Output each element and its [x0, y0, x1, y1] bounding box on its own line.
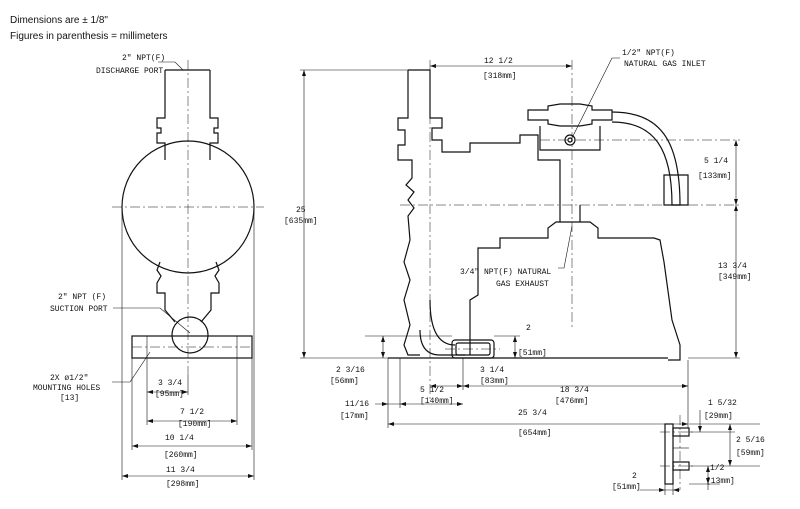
tolerance-note: Dimensions are ± 1/8": [10, 15, 108, 26]
dim-5-1-2-mm: [140mm]: [420, 397, 454, 406]
dim-2-a-value: 2: [526, 324, 531, 333]
dim-2-a-mm: [51mm]: [518, 349, 547, 358]
dim-18-3-4-mm: [476mm]: [555, 397, 589, 406]
dim-25-value: 25: [296, 206, 306, 215]
gas-inlet-fitting: [527, 103, 613, 151]
front-intake-neck: [156, 261, 220, 323]
detail-base-plate: [664, 423, 674, 485]
dim-10-1-4-mm: [260mm]: [164, 451, 198, 460]
dim-11-3-4-mm: [298mm]: [166, 480, 200, 489]
dim-18-3-4-value: 18 3/4: [560, 386, 589, 395]
gas-exhaust-label-2: GAS EXHAUST: [496, 280, 549, 289]
dim-5-1-4-mm: [133mm]: [698, 172, 732, 181]
dim-3-3-4-value: 3 3/4: [158, 379, 182, 388]
dim-11-16-mm: [17mm]: [340, 412, 369, 421]
dim-1-5-32-mm: [29mm]: [704, 412, 733, 421]
dim-11-3-4-value: 11 3/4: [166, 466, 195, 475]
front-view: [112, 60, 264, 480]
dim-11-16-value: 11/16: [345, 400, 369, 409]
units-note: Figures in parenthesis = millimeters: [10, 31, 168, 42]
mounting-holes-label-3: [13]: [60, 394, 79, 403]
side-body-outline: [397, 69, 561, 356]
side-view: [300, 57, 740, 428]
dim-13-3-4-value: 13 3/4: [718, 262, 747, 271]
dim-25-3-4-mm: [654mm]: [518, 429, 552, 438]
dim-12-1-2-mm: [318mm]: [483, 72, 517, 81]
suction-port-circle: [171, 316, 209, 354]
dim-25-3-4-value: 25 3/4: [518, 409, 547, 418]
dim-7-1-2-value: 7 1/2: [180, 408, 204, 417]
side-discharge-elbow: [419, 299, 465, 356]
front-discharge-neck: [156, 69, 219, 160]
gas-inlet-label-1: 1/2" NPT(F): [622, 49, 675, 58]
dim-2-3-16-value: 2 3/16: [336, 366, 365, 375]
gas-supply-pipe: [611, 111, 681, 206]
dim-3-1-4-value: 3 1/4: [480, 366, 504, 375]
discharge-port-label-2: DISCHARGE PORT: [96, 67, 163, 76]
suction-port-label-1: 2" NPT (F): [58, 293, 106, 302]
dim-10-1-4-value: 10 1/4: [165, 434, 194, 443]
dim-2-b-mm: [51mm]: [612, 483, 641, 492]
dim-5-1-2-value: 5 1/2: [420, 386, 444, 395]
dim-3-3-4-mm: [95mm]: [155, 390, 184, 399]
dim-5-1-4-value: 5 1/4: [704, 157, 728, 166]
discharge-port-label-1: 2" NPT(F): [122, 54, 165, 63]
gas-exhaust-nozzle: [559, 205, 581, 222]
dim-25-mm: [635mm]: [284, 217, 318, 226]
dim-1-5-32-value: 1 5/32: [708, 399, 737, 408]
dim-12-1-2-value: 12 1/2: [484, 57, 513, 66]
dim-1-2-mm: [13mm]: [706, 477, 735, 486]
gas-exhaust-label-1: 3/4" NPT(F) NATURAL: [460, 268, 551, 277]
dim-7-1-2-mm: [190mm]: [178, 420, 212, 429]
gas-inlet-label-2: NATURAL GAS INLET: [624, 60, 706, 69]
suction-port-label-2: SUCTION PORT: [50, 305, 108, 314]
dim-13-3-4-mm: [349mm]: [718, 273, 752, 282]
mounting-holes-label-2: MOUNTING HOLES: [33, 384, 100, 393]
dim-2-5-16-value: 2 5/16: [736, 436, 765, 445]
dim-3-1-4-mm: [83mm]: [480, 377, 509, 386]
dim-2-3-16-mm: [56mm]: [330, 377, 359, 386]
dim-1-2-value: 1/2: [710, 464, 725, 473]
mounting-holes-label-1: 2X ø1/2": [50, 374, 88, 383]
side-lower-manifold: [469, 221, 681, 361]
base-detail-view: [640, 410, 760, 495]
dim-2-b-value: 2: [632, 472, 637, 481]
dim-2-5-16-mm: [59mm]: [736, 449, 765, 458]
